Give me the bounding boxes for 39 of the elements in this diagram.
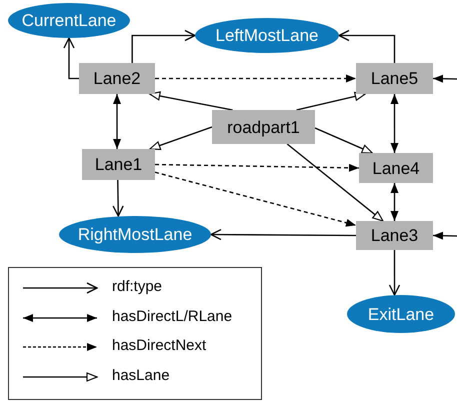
arrow: [132, 30, 196, 63]
instance-box: [359, 153, 433, 183]
arrow: [155, 74, 356, 82]
legend-label: rdf:type: [112, 279, 162, 294]
node-label: Lane3: [370, 227, 418, 244]
arrow: [432, 232, 457, 240]
arrow: [388, 250, 400, 296]
arrow: [210, 228, 356, 240]
node-label: RightMostLane: [78, 226, 192, 243]
node-label: CurrentLane: [22, 12, 116, 29]
node-label: ExitLane: [368, 306, 434, 322]
legend-label: hasDirectNext: [112, 338, 206, 353]
arrow: [432, 74, 457, 83]
node-label: Lane1: [94, 156, 142, 173]
legend-label: hasLane: [112, 368, 170, 383]
legend-label: hasDirectL/RLane: [112, 309, 232, 324]
arrow: [390, 183, 399, 221]
arrow: [296, 92, 366, 111]
instance-box: [79, 63, 155, 94]
arrow: [338, 30, 396, 63]
node-label: Lane2: [93, 70, 141, 87]
arrow: [149, 126, 212, 150]
instance-box: [212, 110, 315, 144]
arrow: [286, 144, 384, 222]
arrow: [112, 180, 124, 217]
node-label: roadpart1: [227, 118, 300, 136]
arrow: [63, 37, 79, 80]
arrow: [113, 94, 122, 149]
node-label: LeftMostLane: [215, 27, 318, 44]
node-label: Lane4: [372, 160, 420, 176]
arrow: [390, 94, 399, 153]
arrow: [149, 91, 233, 111]
arrow: [314, 127, 373, 154]
arrow: [154, 172, 356, 227]
instance-box: [82, 149, 155, 180]
node-label: Lane5: [370, 70, 418, 87]
instance-box: [356, 221, 433, 250]
arrow: [154, 164, 360, 172]
instance-box: [356, 63, 433, 94]
